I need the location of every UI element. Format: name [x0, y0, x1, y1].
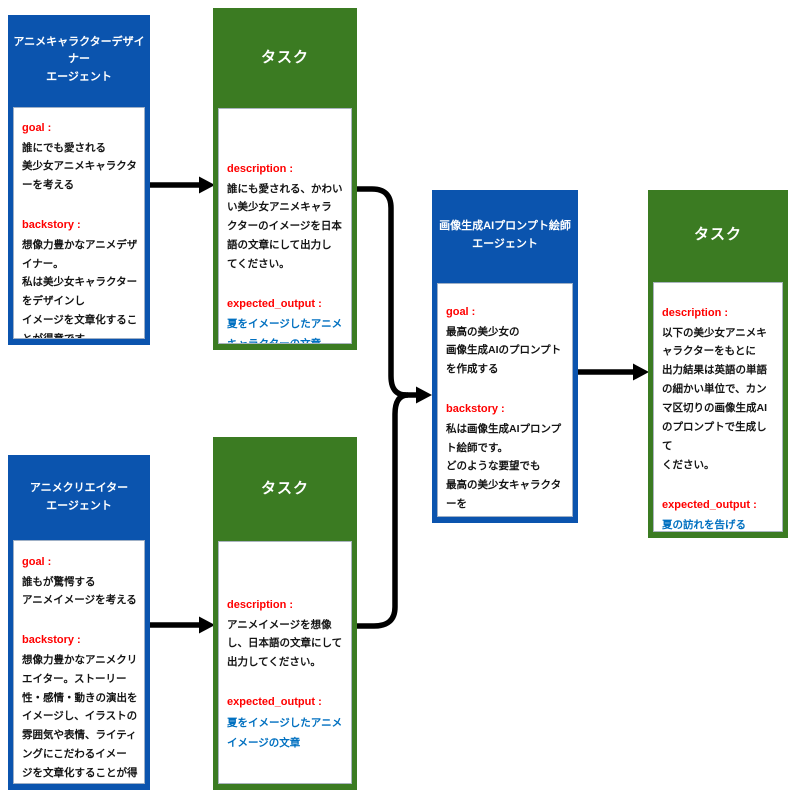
expected-output-label: expected_output :: [662, 498, 757, 511]
expected-output-block: expected_output : 夏をイメージしたアニメキャラクターの文章: [227, 296, 345, 343]
backstory-label: backstory :: [22, 219, 81, 232]
description-block: description : アニメイメージを想像し、日本語の文章にして 出力して…: [227, 597, 345, 672]
agent-title: アニメキャラクターデザイナー エージェント: [13, 35, 145, 83]
description-text: アニメイメージを想像し、日本語の文章にして 出力してください。: [227, 618, 343, 669]
agent-title: アニメクリエイター エージェント: [29, 481, 129, 512]
backstory-label: backstory :: [446, 403, 505, 416]
arrowhead-into-agent3: [416, 386, 432, 404]
description-block: description : 以下の美少女アニメキャラクターをもとに 出力結果は英…: [662, 305, 776, 475]
goal-block: goal : 最高の美少女の 画像生成AIのプロンプトを作成する: [446, 304, 566, 379]
agent-detail-panel: goal : 誰にでも愛される 美少女アニメキャラクターを考える backsto…: [13, 107, 145, 339]
expected-output-block: expected_output : 夏の訪れを告げる 美少女キャラクターの アニ…: [662, 497, 776, 532]
description-label: description :: [227, 599, 294, 611]
goal-text: 最高の美少女の 画像生成AIのプロンプトを作成する: [446, 325, 562, 376]
expected-output-block: expected_output : 夏をイメージしたアニメイメージの文章: [227, 694, 345, 753]
backstory-text: 想像力豊かなアニメデザイナー。 私は美少女キャラクターをデザインし イメージを文…: [22, 238, 138, 338]
task-title: タスク: [260, 479, 309, 497]
arrow-task1-to-agent3: [357, 186, 407, 398]
task-detail-panel: description : 誰にも愛される、かわいい美少女アニメキャラ クターの…: [218, 108, 352, 344]
arrow-task2-to-agent3: [357, 392, 409, 629]
arrowhead-into-task3: [633, 363, 649, 381]
goal-label: goal :: [22, 556, 52, 568]
agent-title: 画像生成AIプロンプト絵師 エージェント: [439, 220, 571, 250]
goal-text: 誰にでも愛される 美少女アニメキャラクターを考える: [22, 141, 137, 192]
task-node-character-text: タスク description : 誰にも愛される、かわいい美少女アニメキャラ …: [213, 8, 357, 350]
expected-output-text: 夏の訪れを告げる 美少女キャラクターの アニメイラストのプロンプト: [662, 519, 746, 532]
task-detail-panel: description : アニメイメージを想像し、日本語の文章にして 出力して…: [218, 541, 352, 784]
agent-node-anime-creator: アニメクリエイター エージェント goal : 誰もが驚愕する アニメイメージを…: [8, 455, 150, 790]
agent-node-character-designer: アニメキャラクターデザイナー エージェント goal : 誰にでも愛される 美少…: [8, 15, 150, 345]
task-title: タスク: [693, 226, 742, 243]
expected-output-label: expected_output :: [227, 696, 322, 709]
task-node-anime-image-text: タスク description : アニメイメージを想像し、日本語の文章にして …: [213, 437, 357, 790]
description-text: 以下の美少女アニメキャラクターをもとに 出力結果は英語の単語の細かい単位で、カン…: [662, 326, 767, 471]
description-text: 誰にも愛される、かわいい美少女アニメキャラ クターのイメージを日本語の文章にして…: [227, 182, 343, 271]
description-label: description :: [227, 163, 294, 175]
agent-node-image-prompt-artist: 画像生成AIプロンプト絵師 エージェント goal : 最高の美少女の 画像生成…: [432, 190, 578, 523]
description-label: description :: [662, 307, 729, 319]
expected-output-text: 夏をイメージしたアニメイメージの文章: [227, 716, 343, 749]
backstory-block: backstory : 想像力豊かなアニメデザイナー。 私は美少女キャラクターを…: [22, 217, 138, 338]
task-title: タスク: [260, 48, 309, 66]
backstory-block: backstory : 私は画像生成AIプロンプト絵師です。 どのような要望でも…: [446, 401, 566, 516]
backstory-text: 想像力豊かなアニメクリエイター。ストーリー 性・感情・動きの演出をイメージし、イ…: [22, 653, 138, 780]
backstory-text: 私は画像生成AIプロンプト絵師です。 どのような要望でも 最高の美少女キャラクタ…: [446, 422, 562, 511]
goal-text: 誰もが驚愕する アニメイメージを考える: [22, 575, 137, 607]
arrowhead-into-task1: [199, 176, 215, 194]
goal-block: goal : 誰にでも愛される 美少女アニメキャラクターを考える: [22, 120, 138, 195]
goal-label: goal :: [22, 122, 52, 134]
goal-label: goal :: [446, 306, 476, 318]
goal-block: goal : 誰もが驚愕する アニメイメージを考える: [22, 554, 138, 610]
description-block: description : 誰にも愛される、かわいい美少女アニメキャラ クターの…: [227, 161, 345, 274]
agent-detail-panel: goal : 誰もが驚愕する アニメイメージを考える backstory : 想…: [13, 540, 145, 784]
backstory-label: backstory :: [22, 634, 81, 647]
agent-detail-panel: goal : 最高の美少女の 画像生成AIのプロンプトを作成する backsto…: [437, 283, 573, 517]
task-detail-panel: description : 以下の美少女アニメキャラクターをもとに 出力結果は英…: [653, 282, 783, 532]
backstory-block: backstory : 想像力豊かなアニメクリエイター。ストーリー 性・感情・動…: [22, 632, 138, 783]
expected-output-text: 夏をイメージしたアニメキャラクターの文章: [227, 318, 343, 343]
expected-output-label: expected_output :: [227, 297, 322, 310]
task-node-image-prompt: タスク description : 以下の美少女アニメキャラクターをもとに 出力…: [648, 190, 788, 538]
arrowhead-into-task2: [199, 616, 215, 634]
